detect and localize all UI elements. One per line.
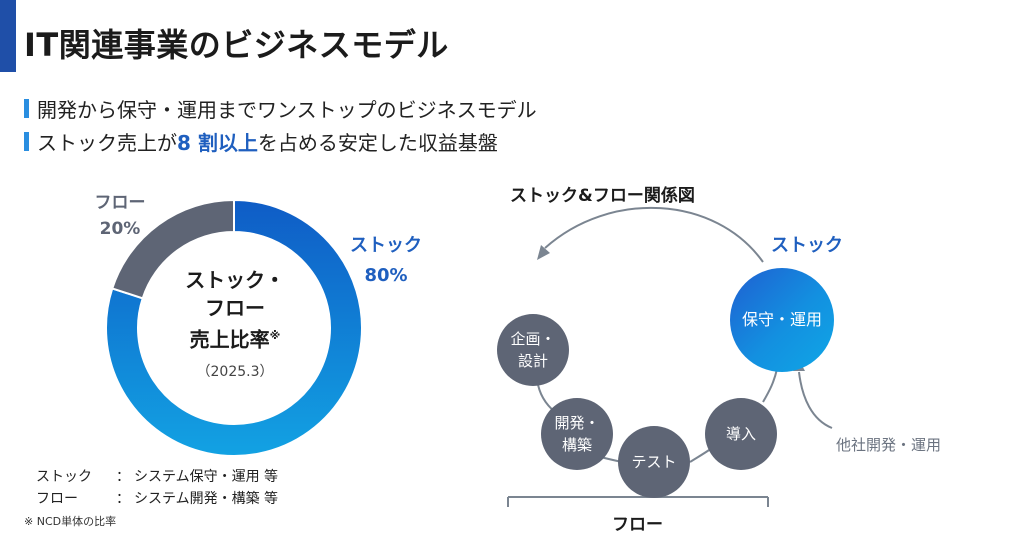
flow-share-label: フロー 20% [88,190,152,242]
bullet-text-2-pre: ストック売上が [37,131,177,155]
node-maintenance-operation: 保守・運用 [730,268,834,372]
footnote: ※ NCD単体の比率 [24,515,117,528]
page-title: IT関連事業のビジネスモデル [24,26,449,64]
node-development-line-1: 開発・ [554,414,600,432]
arrow-install-to-stock [762,368,778,403]
flow-share-name: フロー [94,193,146,213]
node-maintenance-label: 保守・運用 [741,310,822,329]
node-development-line-2: 構築 [561,436,592,454]
title-accent-bar [0,0,16,72]
external-dev-label: 他社開発・運用 [836,436,942,454]
bullet-text-1: 開発から保守・運用までワンストップのビジネスモデル [37,98,537,122]
center-line-3: 売上比率※ [175,322,295,354]
stock-share-label: ストック 80% [340,231,432,291]
diagram-title: ストック&フロー関係図 [510,186,695,206]
node-installation: 導入 [705,398,777,470]
legend-colon: ： [116,469,130,485]
center-line-3-text: 売上比率 [189,327,270,352]
node-planning-line-2: 設計 [517,352,548,370]
legend-stock-key: ストック [36,469,92,485]
bullet-text-2-post: を占める安定した収益基盤 [257,131,498,155]
node-planning-design: 企画・ 設計 [497,314,569,386]
center-note-mark: ※ [269,329,281,342]
node-planning-line-1: 企画・ [510,330,556,348]
arrow-stock-to-plan [544,206,764,263]
center-line-1: ストック・ [185,268,285,292]
node-test-label: テスト [631,453,677,471]
diagram-flow-label: フロー [612,515,663,535]
donut-slices [105,198,363,457]
diagram-stock-label: ストック [771,235,843,256]
flow-bracket [507,496,769,507]
legend-flow-key: フロー [36,491,78,507]
bullet-marker [24,132,29,151]
donut-center-title: ストック・ フロー 売上比率※ [175,266,295,354]
bullet-highlight: 8 割以上 [177,131,258,155]
donut-slice-stock [105,198,363,457]
bullet-line-2: ストック売上が 8 割以上 を占める安定した収益基盤 [24,127,498,156]
bullet-marker [24,99,29,118]
arrowhead-plan [537,245,550,260]
legend-stock-desc: システム保守・運用 等 [134,469,279,485]
bullet-line-1: 開発から保守・運用までワンストップのビジネスモデル [24,94,537,123]
legend-stock: ストック ： システム保守・運用 等 [36,466,278,486]
node-test: テスト [618,426,690,498]
arrow-external-to-stock [798,371,833,429]
legend-flow: フロー ： システム開発・構築 等 [36,488,278,508]
node-installation-label: 導入 [725,425,756,443]
stock-share-name: ストック [350,235,422,256]
node-development-build: 開発・ 構築 [541,398,613,470]
stock-share-pct: 80% [364,265,408,286]
legend-colon: ： [116,491,130,507]
donut-slice-flow [111,198,235,300]
flow-share-pct: 20% [99,219,141,239]
center-line-2: フロー [205,296,265,320]
legend-flow-desc: システム開発・構築 等 [134,491,279,507]
donut-date: （2025.3） [196,364,274,380]
